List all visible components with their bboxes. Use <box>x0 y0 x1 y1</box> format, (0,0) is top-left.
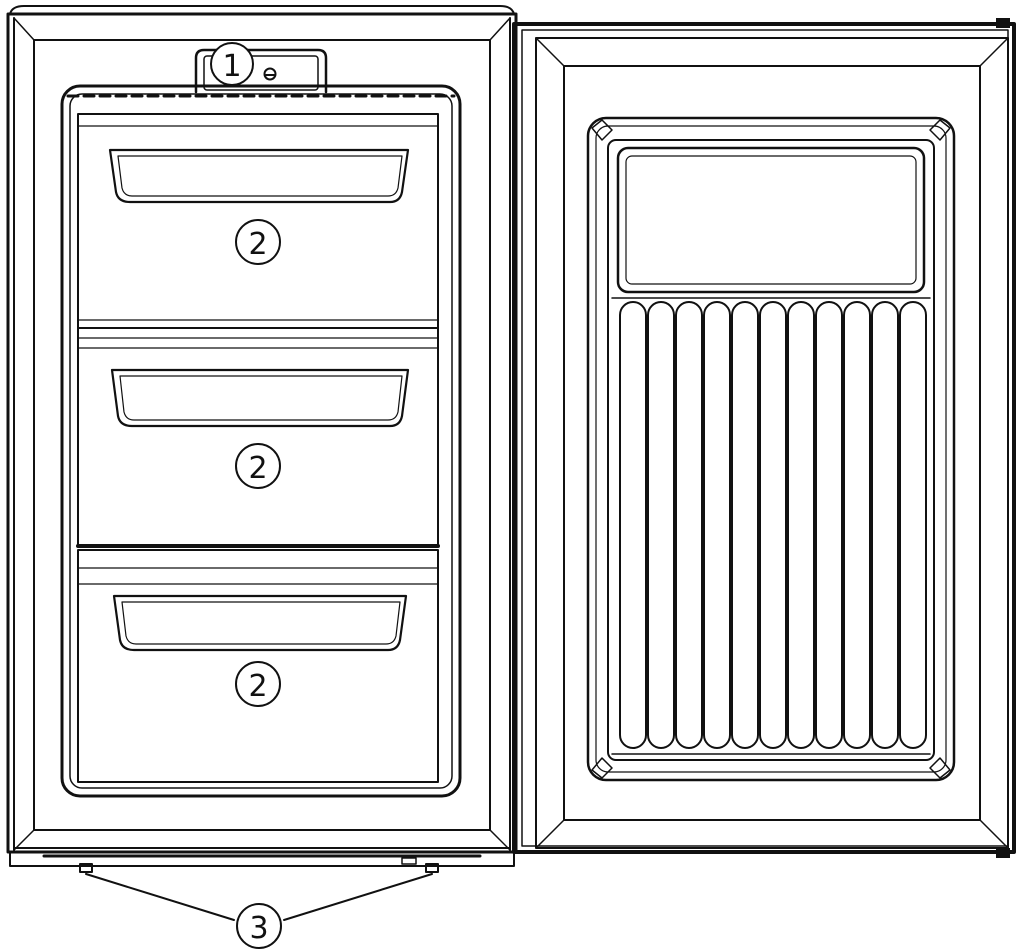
freezer-cabinet <box>6 5 518 867</box>
callout-2-top-label: 2 <box>248 227 267 262</box>
callout-2-bottom: 2 <box>235 661 281 707</box>
callout-2-top: 2 <box>235 219 281 265</box>
callout-1: 1 <box>210 42 254 86</box>
adjustable-feet <box>79 857 439 873</box>
drawer-handle-bottom[interactable] <box>112 594 408 652</box>
door-ribs <box>611 297 931 749</box>
door-inner-panel <box>586 116 956 782</box>
callout-3: 3 <box>85 873 433 949</box>
door-storage-recess <box>616 146 926 294</box>
drawer-middle[interactable] <box>77 327 439 547</box>
callout-2-middle-label: 2 <box>248 451 267 486</box>
drawer-bottom[interactable] <box>76 544 440 783</box>
callout-3-label: 3 <box>249 911 268 946</box>
thermostat-control[interactable] <box>194 48 328 94</box>
callout-2-middle: 2 <box>235 443 281 489</box>
freezer-door[interactable] <box>512 18 1016 858</box>
callout-1-label: 1 <box>222 49 241 84</box>
drawer-handle-top[interactable] <box>108 148 410 204</box>
callout-2-bottom-label: 2 <box>248 669 267 704</box>
drawer-handle-middle[interactable] <box>110 368 410 428</box>
inner-compartment <box>60 84 462 798</box>
